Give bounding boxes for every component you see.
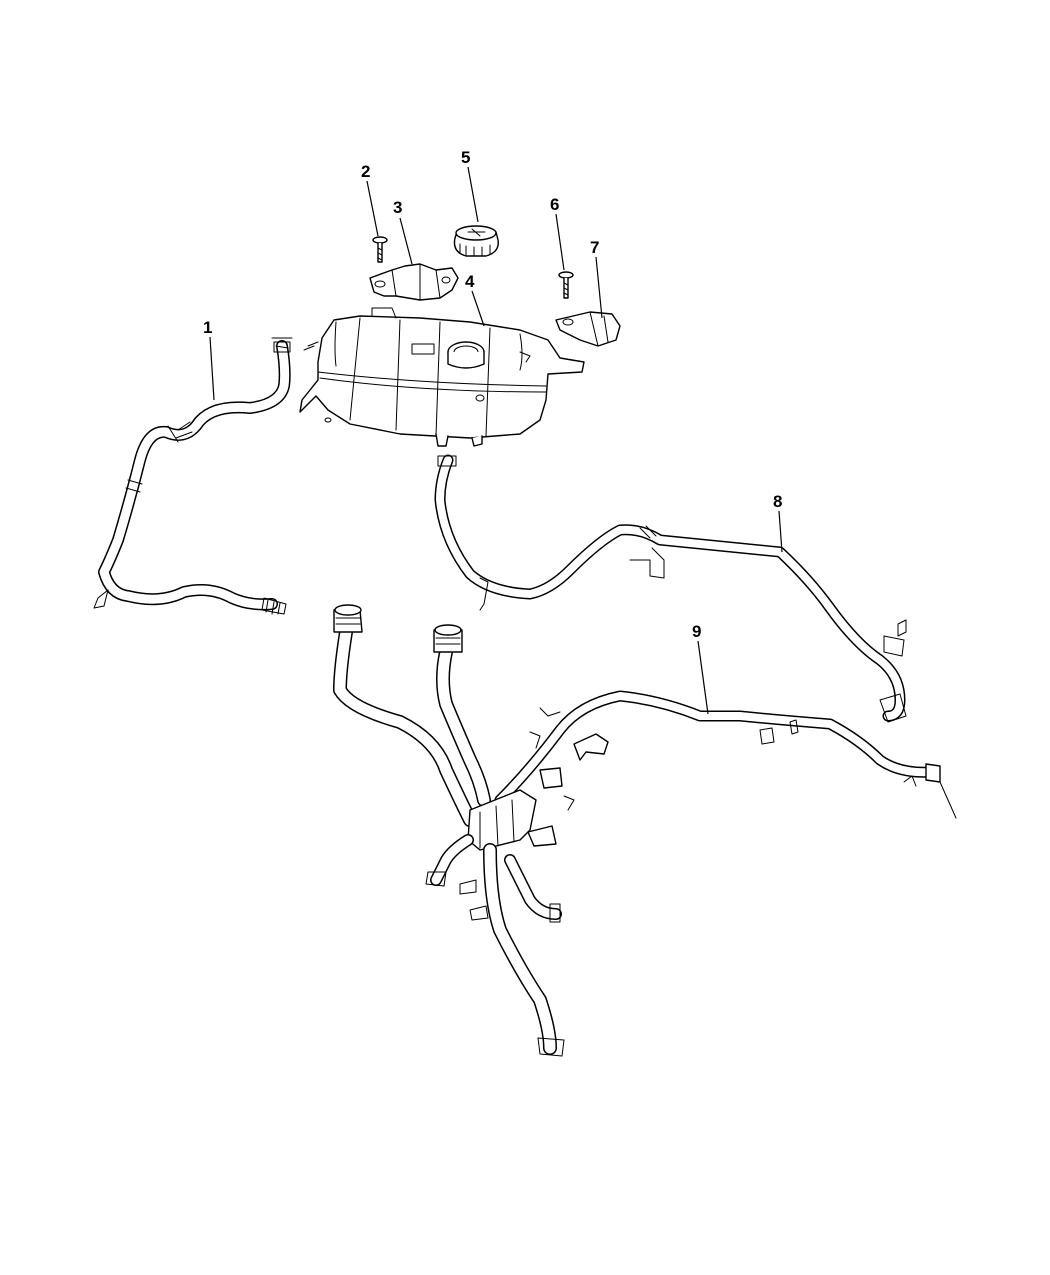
hose-assembly-9 bbox=[333, 604, 957, 1057]
bracket-7 bbox=[555, 311, 621, 347]
callout-7: 7 bbox=[590, 238, 603, 319]
callout-4: 4 bbox=[465, 272, 485, 327]
callout-6: 6 bbox=[550, 195, 565, 271]
svg-text:9: 9 bbox=[692, 622, 701, 641]
svg-text:5: 5 bbox=[461, 148, 470, 167]
svg-text:2: 2 bbox=[361, 162, 370, 181]
callout-9: 9 bbox=[692, 622, 709, 715]
svg-text:8: 8 bbox=[773, 492, 782, 511]
callout-8: 8 bbox=[773, 492, 783, 553]
screw-2 bbox=[372, 236, 388, 263]
svg-text:3: 3 bbox=[393, 198, 402, 217]
callout-3: 3 bbox=[393, 198, 413, 265]
hose-1 bbox=[93, 337, 293, 615]
coolant-reservoir bbox=[299, 307, 585, 447]
callout-5: 5 bbox=[461, 148, 479, 223]
svg-text:4: 4 bbox=[465, 272, 475, 291]
hose-8 bbox=[434, 454, 907, 723]
screw-6 bbox=[558, 271, 574, 299]
svg-text:7: 7 bbox=[590, 238, 599, 257]
pressure-cap bbox=[453, 225, 499, 257]
svg-text:1: 1 bbox=[203, 318, 212, 337]
svg-text:6: 6 bbox=[550, 195, 559, 214]
callout-2: 2 bbox=[361, 162, 379, 237]
callout-1: 1 bbox=[203, 318, 215, 401]
bracket-3 bbox=[369, 263, 459, 301]
